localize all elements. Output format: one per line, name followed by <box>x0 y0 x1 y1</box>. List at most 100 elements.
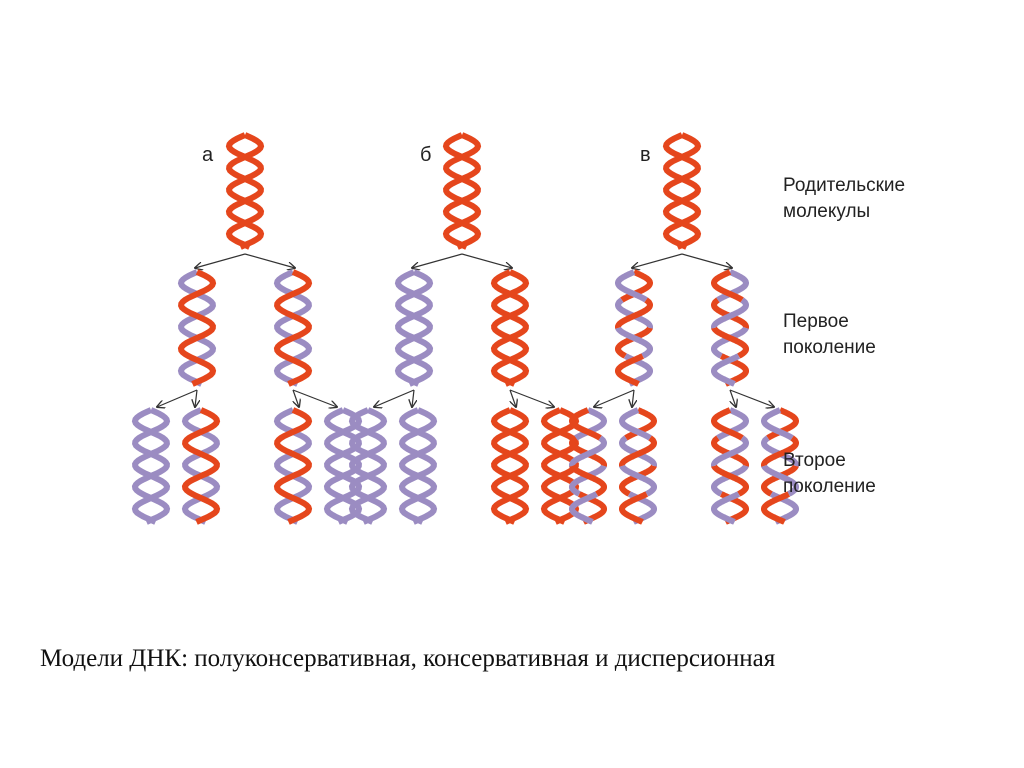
dna-strand-segment <box>615 297 653 330</box>
dna-strand <box>177 269 217 387</box>
replication-arrow <box>509 389 516 407</box>
dna-strand <box>181 407 221 525</box>
parent-row-label: Родительские молекулы <box>783 175 906 222</box>
dna-strand <box>348 407 388 525</box>
replication-arrow <box>632 253 683 268</box>
dna-strand-segment <box>615 269 648 303</box>
replication-arrow <box>412 389 414 407</box>
dna-strand <box>323 407 363 525</box>
dna-strand-segment <box>711 297 749 330</box>
dna-strand <box>348 407 388 525</box>
replication-arrow <box>292 389 299 407</box>
replication-arrow <box>509 389 554 407</box>
first-generation-helix <box>615 269 653 387</box>
dna-strand-segment <box>761 491 791 525</box>
dna-strand <box>394 269 434 387</box>
dna-strand <box>177 269 217 387</box>
model-b-label: б <box>420 144 432 166</box>
second-generation-label: Второе поколение <box>783 450 876 497</box>
dna-strand <box>225 132 265 250</box>
dna-strand <box>398 407 438 525</box>
first-generation-helix <box>177 269 217 387</box>
dna-strand <box>490 269 530 387</box>
replication-arrow <box>729 389 736 407</box>
dna-strand-segment <box>711 435 749 468</box>
dna-strand-segment <box>619 407 652 441</box>
dna-strand-segment <box>615 353 645 387</box>
dna-strand-segment <box>615 326 653 359</box>
dna-strand-segment <box>711 407 744 441</box>
dna-strand-segment <box>569 464 607 497</box>
second-generation-helix <box>181 407 221 525</box>
dna-strand-segment <box>619 435 657 468</box>
arrows-layer <box>157 253 774 407</box>
replication-arrow <box>632 389 634 407</box>
dna-strand-segment <box>711 353 741 387</box>
dna-strand-segment <box>615 326 653 359</box>
dna-strand-segment <box>711 297 749 330</box>
dna-strand-segment <box>569 491 599 525</box>
dna-strand-segment <box>619 435 657 468</box>
second-generation-helix <box>398 407 438 525</box>
dna-strand <box>490 269 530 387</box>
first-generation-helix <box>490 269 530 387</box>
second-generation-helix <box>131 407 171 525</box>
dna-strand-segment <box>569 435 607 468</box>
second-generation-helix <box>348 407 388 525</box>
dna-strand <box>181 407 221 525</box>
second-generation-helix <box>540 407 580 525</box>
dna-strand-segment <box>569 435 607 468</box>
dna-strand <box>490 407 530 525</box>
dna-strand-segment <box>761 435 799 468</box>
replication-arrow <box>594 389 635 407</box>
model-c-label: в <box>640 144 651 166</box>
dna-strand-segment <box>761 407 794 441</box>
replication-arrow <box>412 253 463 268</box>
dna-strand <box>131 407 171 525</box>
dna-strand <box>273 407 313 525</box>
replication-arrow <box>195 389 197 407</box>
dna-strand <box>398 407 438 525</box>
first-generation-label: Первое поколение <box>783 311 876 358</box>
dna-strand-segment <box>569 464 607 497</box>
second-generation-helix <box>569 407 607 525</box>
helices-layer <box>131 132 799 525</box>
replication-arrow <box>195 253 246 268</box>
replication-arrow <box>157 389 198 407</box>
dna-strand-segment <box>569 407 602 441</box>
dna-strand-segment <box>761 435 799 468</box>
dna-strand <box>662 132 702 250</box>
dna-strand-segment <box>619 464 657 497</box>
dna-strand-segment <box>711 326 749 359</box>
parent-helix <box>662 132 702 250</box>
dna-strand <box>490 407 530 525</box>
model-a-label: а <box>202 144 214 166</box>
dna-strand-segment <box>619 491 649 525</box>
dna-strand-segment <box>761 464 799 497</box>
second-generation-helix <box>711 407 749 525</box>
replication-arrow <box>461 253 512 268</box>
dna-strand-segment <box>711 326 749 359</box>
dna-strand-segment <box>711 435 749 468</box>
replication-arrow <box>374 389 415 407</box>
caption: Модели ДНК: полуконсервативная, консерва… <box>40 645 776 672</box>
dna-strand <box>225 132 265 250</box>
replication-arrow <box>729 389 774 407</box>
dna-strand <box>273 407 313 525</box>
dna-strand-segment <box>619 464 657 497</box>
dna-strand-segment <box>711 269 744 303</box>
replication-arrow <box>244 253 295 268</box>
first-generation-helix <box>273 269 313 387</box>
second-generation-helix <box>619 407 657 525</box>
first-generation-helix <box>711 269 749 387</box>
dna-strand <box>540 407 580 525</box>
dna-strand-segment <box>615 297 653 330</box>
second-generation-helix <box>273 407 313 525</box>
dna-strand <box>662 132 702 250</box>
dna-strand-segment <box>711 491 741 525</box>
first-generation-helix <box>394 269 434 387</box>
second-generation-helix <box>761 407 799 525</box>
parent-helix <box>442 132 482 250</box>
dna-strand <box>442 132 482 250</box>
